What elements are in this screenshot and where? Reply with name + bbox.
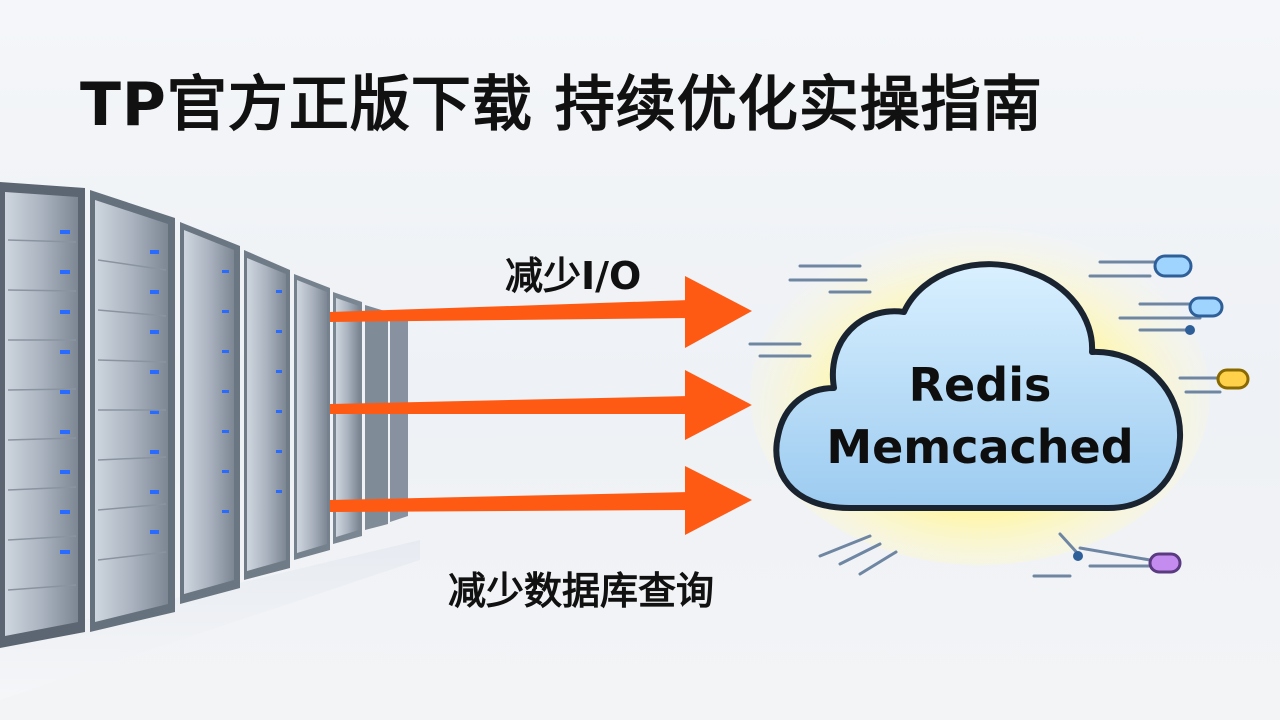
pill-purple [1148, 552, 1182, 574]
dot-marker-2 [1073, 551, 1083, 561]
pill-blue-2 [1188, 296, 1224, 318]
server-lights [60, 230, 282, 554]
server-racks [0, 182, 408, 648]
arrow-bottom [330, 466, 752, 535]
dot-marker [1185, 325, 1195, 335]
pill-yellow [1216, 368, 1250, 390]
rack-shelves [7, 239, 167, 591]
cloud-shape [773, 261, 1184, 511]
pill-blue-1 [1153, 254, 1193, 278]
arrow-label-db: 减少数据库查询 [448, 569, 715, 613]
cloud-label-redis: Redis [908, 358, 1052, 412]
arrow-middle [330, 370, 752, 440]
floor [0, 540, 420, 700]
arrows [330, 276, 752, 535]
arrow-top [330, 276, 752, 348]
cloud-label-memcached: Memcached [826, 420, 1134, 474]
pill-markers [1073, 254, 1250, 574]
speed-lines-right [1032, 260, 1222, 578]
arrow-label-io: 减少I/O [505, 254, 642, 298]
speed-lines-left [748, 264, 898, 576]
page-title: TP官方正版下载 持续优化实操指南 [80, 70, 1043, 140]
